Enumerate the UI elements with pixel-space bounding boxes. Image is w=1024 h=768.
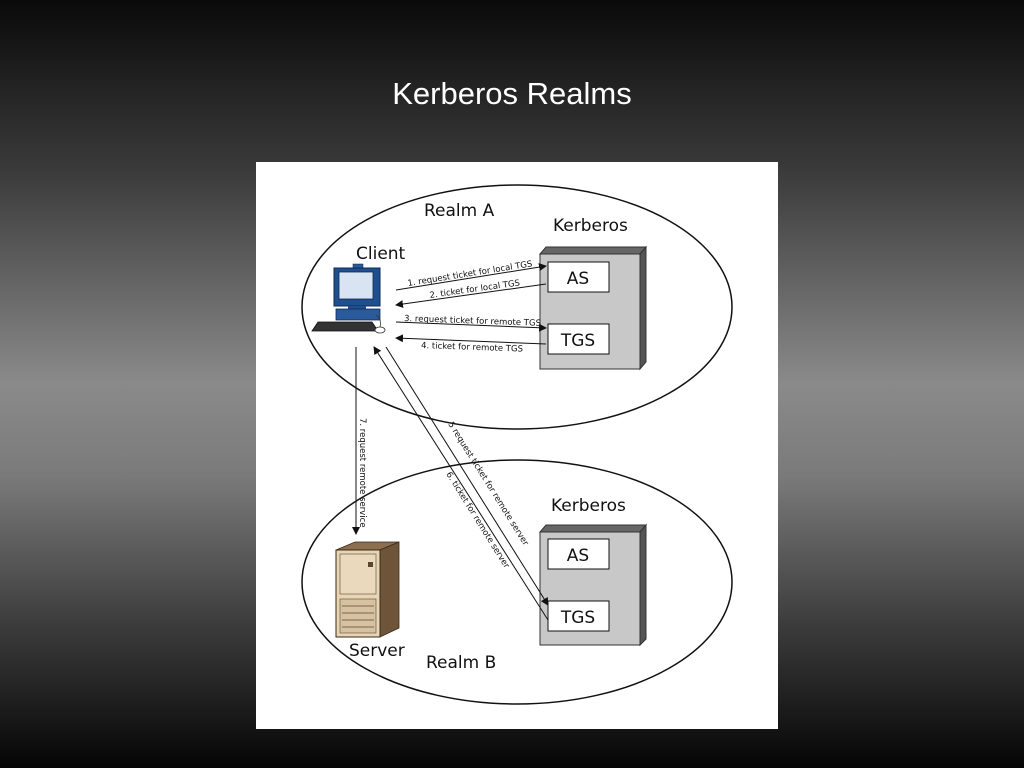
tgs-b-label: TGS (560, 608, 595, 628)
arrow-step2 (395, 283, 547, 308)
realm-b-boundary (301, 459, 733, 705)
realm-a-boundary (301, 184, 733, 430)
kerberos-a-label: Kerberos (553, 216, 628, 236)
step4-label: 4. ticket for remote TGS (421, 341, 523, 355)
server-label: Server (349, 641, 405, 661)
step6-label: 6. ticket for remote server (443, 470, 511, 570)
diagram-canvas: Realm A Realm B Kerberos AS TGS Kerberos (301, 184, 733, 705)
arrow-step1 (395, 263, 547, 291)
step7-label: 7. request remote service (357, 418, 367, 528)
as-b-label: AS (567, 546, 589, 566)
arrow-step6 (373, 346, 549, 621)
server-tower-icon (335, 541, 400, 638)
realm-a-label: Realm A (424, 201, 495, 221)
as-box-b: AS (547, 538, 610, 570)
kerberos-realms-diagram: Realm A Realm B Kerberos AS TGS Kerberos (256, 162, 778, 729)
step3-label: 3. request ticket for remote TGS (404, 314, 541, 329)
as-a-label: AS (567, 269, 589, 289)
arrow-step3 (395, 321, 547, 332)
realm-b-label: Realm B (426, 653, 496, 673)
tgs-box-a: TGS (547, 323, 610, 355)
tgs-box-b: TGS (547, 600, 610, 632)
arrow-step4 (395, 334, 547, 345)
arrow-step5 (385, 346, 549, 606)
client-computer-icon (311, 263, 386, 334)
client-label: Client (356, 244, 406, 264)
kerberos-b-label: Kerberos (551, 496, 626, 516)
slide-title: Kerberos Realms (392, 76, 632, 111)
tgs-a-label: TGS (560, 331, 595, 351)
as-box-a: AS (547, 261, 610, 293)
